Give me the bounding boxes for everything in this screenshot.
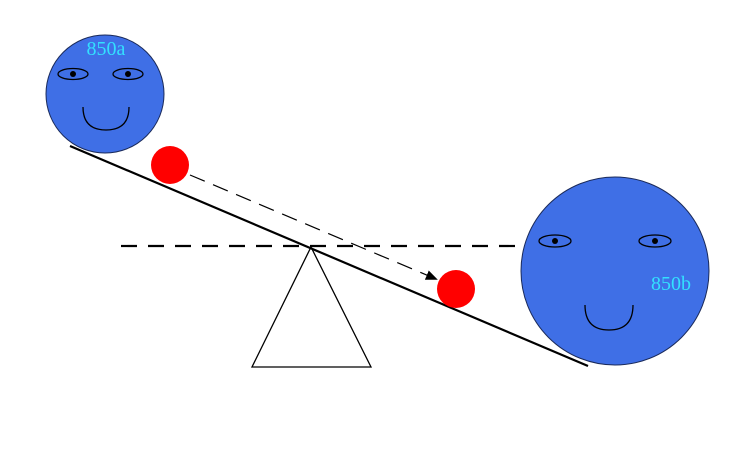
ball-start bbox=[151, 146, 189, 184]
left-face-smile bbox=[82, 106, 130, 131]
left-face-label: 850a bbox=[87, 38, 126, 60]
right-face-label: 850b bbox=[651, 273, 691, 295]
right-face-left-pupil bbox=[552, 238, 558, 244]
right-face: 850b bbox=[520, 176, 710, 366]
right-face-head bbox=[520, 176, 710, 366]
left-face-left-pupil bbox=[70, 71, 76, 77]
seesaw-plank bbox=[69, 144, 589, 368]
left-face-head bbox=[45, 34, 165, 154]
right-face-right-pupil bbox=[652, 238, 658, 244]
right-face-smile bbox=[584, 304, 634, 331]
left-face: 850a bbox=[45, 34, 165, 154]
motion-arrow bbox=[189, 174, 438, 280]
left-face-right-pupil bbox=[125, 71, 131, 77]
fulcrum-triangle bbox=[250, 245, 373, 368]
ball-end bbox=[437, 270, 475, 308]
